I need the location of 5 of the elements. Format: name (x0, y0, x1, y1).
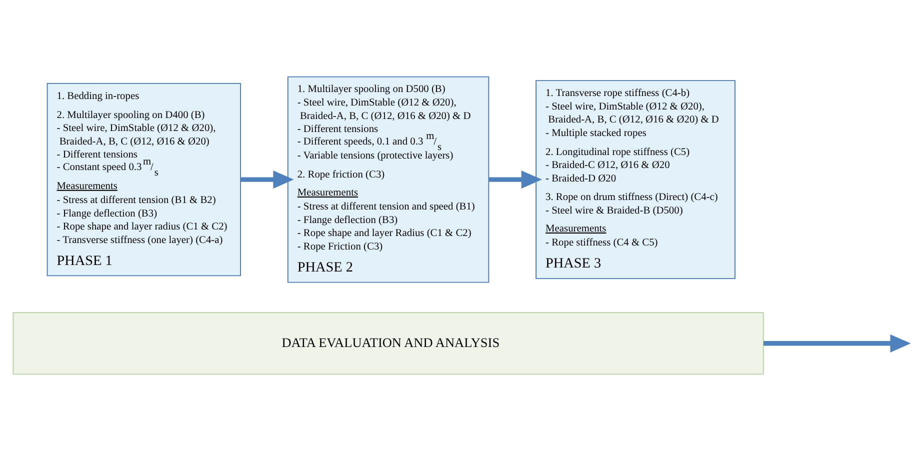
arrow (488, 170, 542, 189)
node-box: 1. Transverse rope stiffness (C4-b) - Steel wire, DimStable (Ø12 & Ø20), Braided-A, B, C (Ø12, Ø16 & Ø20) & D - Multiple stacked ropes 2. Longitudinal rope stiffness (C5) - Braided-C Ø12, Ø16 & Ø20 - Braided-D Ø20 3. Rope on drum stiffness (Direct) (C4-c) - Steel wire & Braided-B (D500) Measurements - Rope stiffness (C4 & C5) PHASE 3 (536, 80, 736, 280)
arrow (764, 334, 911, 352)
arrow (240, 170, 294, 189)
node-box: DATA EVALUATION AND ANALYSIS (12, 312, 764, 375)
